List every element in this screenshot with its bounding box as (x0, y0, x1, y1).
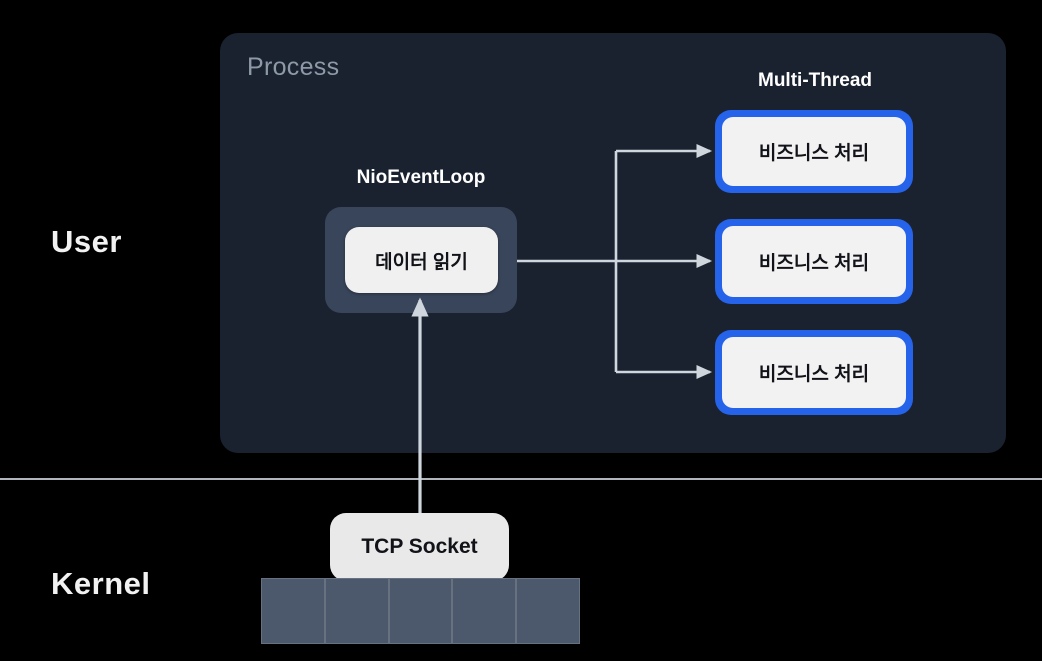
kernel-buffer (261, 578, 580, 644)
read-data-box: 데이터 읽기 (345, 227, 498, 293)
user-kernel-divider (0, 478, 1042, 480)
thread-box-label: 비즈니스 처리 (722, 226, 906, 297)
thread-box-label: 비즈니스 처리 (722, 117, 906, 186)
zone-label-kernel: Kernel (51, 566, 151, 601)
zone-label-user: User (51, 224, 122, 259)
buffer-cell (452, 578, 517, 644)
nio-event-loop-caption: NioEventLoop (356, 167, 486, 188)
thread-box: 비즈니스 처리 (715, 330, 913, 415)
thread-box: 비즈니스 처리 (715, 110, 913, 193)
tcp-socket-box: TCP Socket (330, 513, 509, 581)
buffer-cell (388, 578, 453, 644)
thread-box: 비즈니스 처리 (715, 219, 913, 304)
process-label: Process (247, 53, 340, 81)
thread-box-label: 비즈니스 처리 (722, 337, 906, 408)
multi-thread-caption: Multi-Thread (758, 70, 872, 91)
buffer-cell (324, 578, 389, 644)
buffer-cell (516, 578, 580, 644)
buffer-cell (261, 578, 325, 644)
